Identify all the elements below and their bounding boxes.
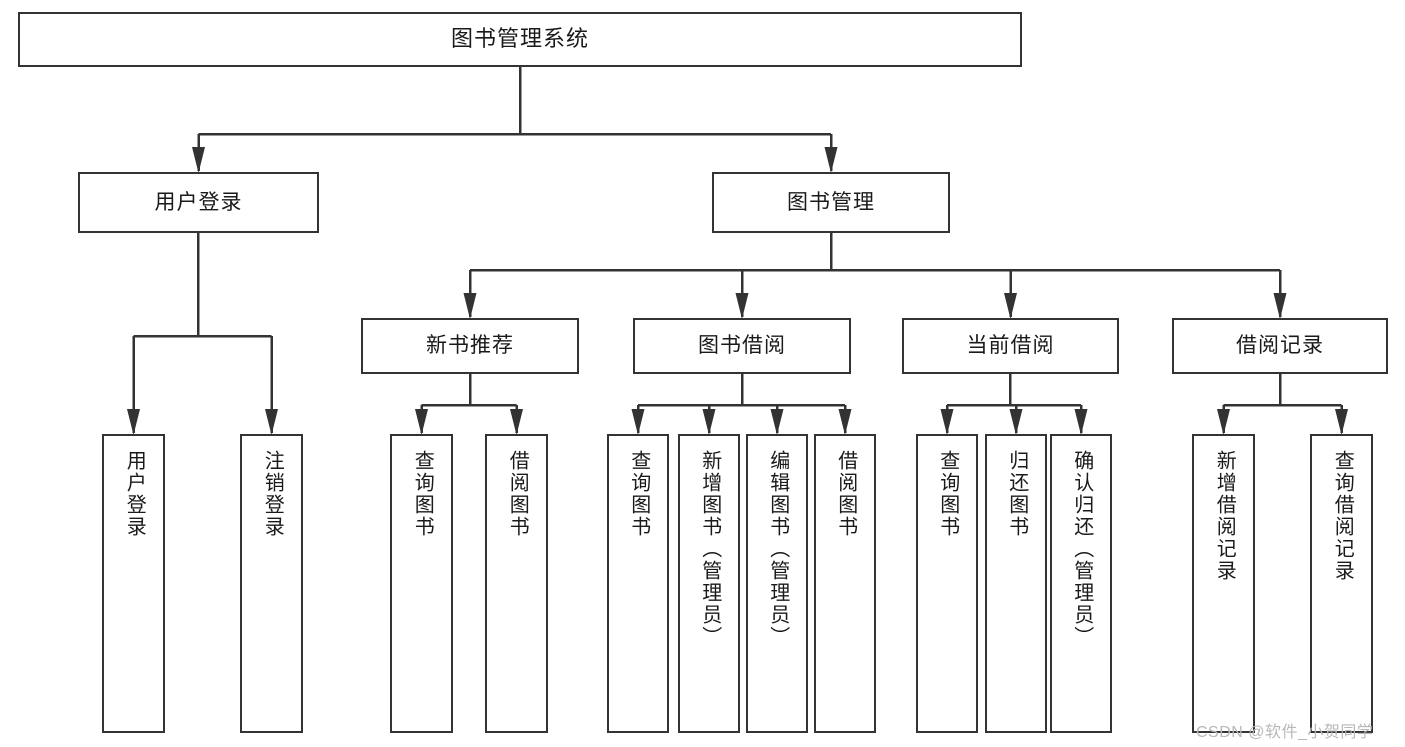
node-label: 新增借阅记录 [1213, 450, 1236, 582]
arrowhead-icon [838, 409, 852, 435]
node-label: 图书管理 [787, 190, 875, 214]
node-leaf-user-login[interactable]: 用户登录 [102, 434, 165, 733]
arrowhead-icon [1009, 409, 1023, 435]
node-label: 查询图书 [411, 450, 434, 538]
arrowhead-icon [463, 293, 477, 319]
arrowhead-icon [1004, 293, 1017, 319]
arrowhead-icon [824, 147, 838, 173]
node-leaf-borrow-book[interactable]: 借阅图书 [814, 434, 876, 733]
node-label: 借阅记录 [1236, 334, 1324, 358]
node-book-borrow[interactable]: 图书借阅 [633, 318, 851, 374]
arrowhead-icon [735, 293, 749, 319]
node-label: 用户登录 [154, 190, 243, 214]
node-label: 借阅图书 [834, 450, 857, 538]
node-label: 编辑图书（管理员） [766, 450, 789, 648]
node-label: 借阅图书 [506, 450, 529, 538]
arrowhead-icon [1217, 409, 1230, 435]
node-label: 注销登录 [261, 450, 284, 538]
node-user-login[interactable]: 用户登录 [78, 172, 319, 233]
node-new-book-recommend[interactable]: 新书推荐 [361, 318, 579, 374]
arrowhead-icon [265, 409, 278, 435]
node-label: 当前借阅 [966, 334, 1055, 358]
node-label: 新书推荐 [426, 334, 514, 358]
node-label: 归还图书 [1005, 450, 1028, 538]
node-label: 图书借阅 [698, 334, 786, 358]
node-leaf-logout[interactable]: 注销登录 [240, 434, 303, 733]
arrowhead-icon [415, 409, 428, 435]
arrowhead-icon [510, 409, 523, 435]
node-label: 新增图书（管理员） [698, 450, 721, 648]
node-label: 图书管理系统 [450, 26, 589, 52]
node-current-borrow[interactable]: 当前借阅 [902, 318, 1119, 374]
arrowhead-icon [631, 409, 645, 435]
arrowhead-icon [1074, 409, 1088, 435]
node-leaf-add-record[interactable]: 新增借阅记录 [1192, 434, 1255, 733]
arrowhead-icon [192, 147, 205, 173]
node-leaf-edit-book[interactable]: 编辑图书（管理员） [746, 434, 808, 733]
node-label: 确认归还（管理员） [1070, 450, 1093, 648]
node-label: 查询图书 [627, 450, 650, 538]
node-label: 查询借阅记录 [1331, 450, 1354, 582]
node-book-manage[interactable]: 图书管理 [712, 172, 950, 233]
node-leaf-return-book[interactable]: 归还图书 [985, 434, 1047, 733]
node-label: 用户登录 [123, 450, 146, 538]
node-leaf-query-book-recommend[interactable]: 查询图书 [390, 434, 453, 733]
node-root[interactable]: 图书管理系统 [18, 12, 1022, 67]
node-borrow-record[interactable]: 借阅记录 [1172, 318, 1388, 374]
node-leaf-borrow-book-recommend[interactable]: 借阅图书 [485, 434, 548, 733]
node-leaf-query-record[interactable]: 查询借阅记录 [1310, 434, 1373, 733]
arrowhead-icon [940, 409, 954, 435]
arrowhead-icon [702, 409, 716, 435]
node-leaf-confirm-return[interactable]: 确认归还（管理员） [1050, 434, 1112, 733]
node-leaf-query-book-borrow[interactable]: 查询图书 [607, 434, 669, 733]
node-label: 查询图书 [936, 450, 959, 538]
node-leaf-add-book[interactable]: 新增图书（管理员） [678, 434, 740, 733]
arrowhead-icon [1273, 293, 1287, 319]
arrowhead-icon [770, 409, 784, 435]
node-leaf-query-book-current[interactable]: 查询图书 [916, 434, 978, 733]
arrowhead-icon [1335, 409, 1348, 435]
arrowhead-icon [127, 409, 140, 435]
